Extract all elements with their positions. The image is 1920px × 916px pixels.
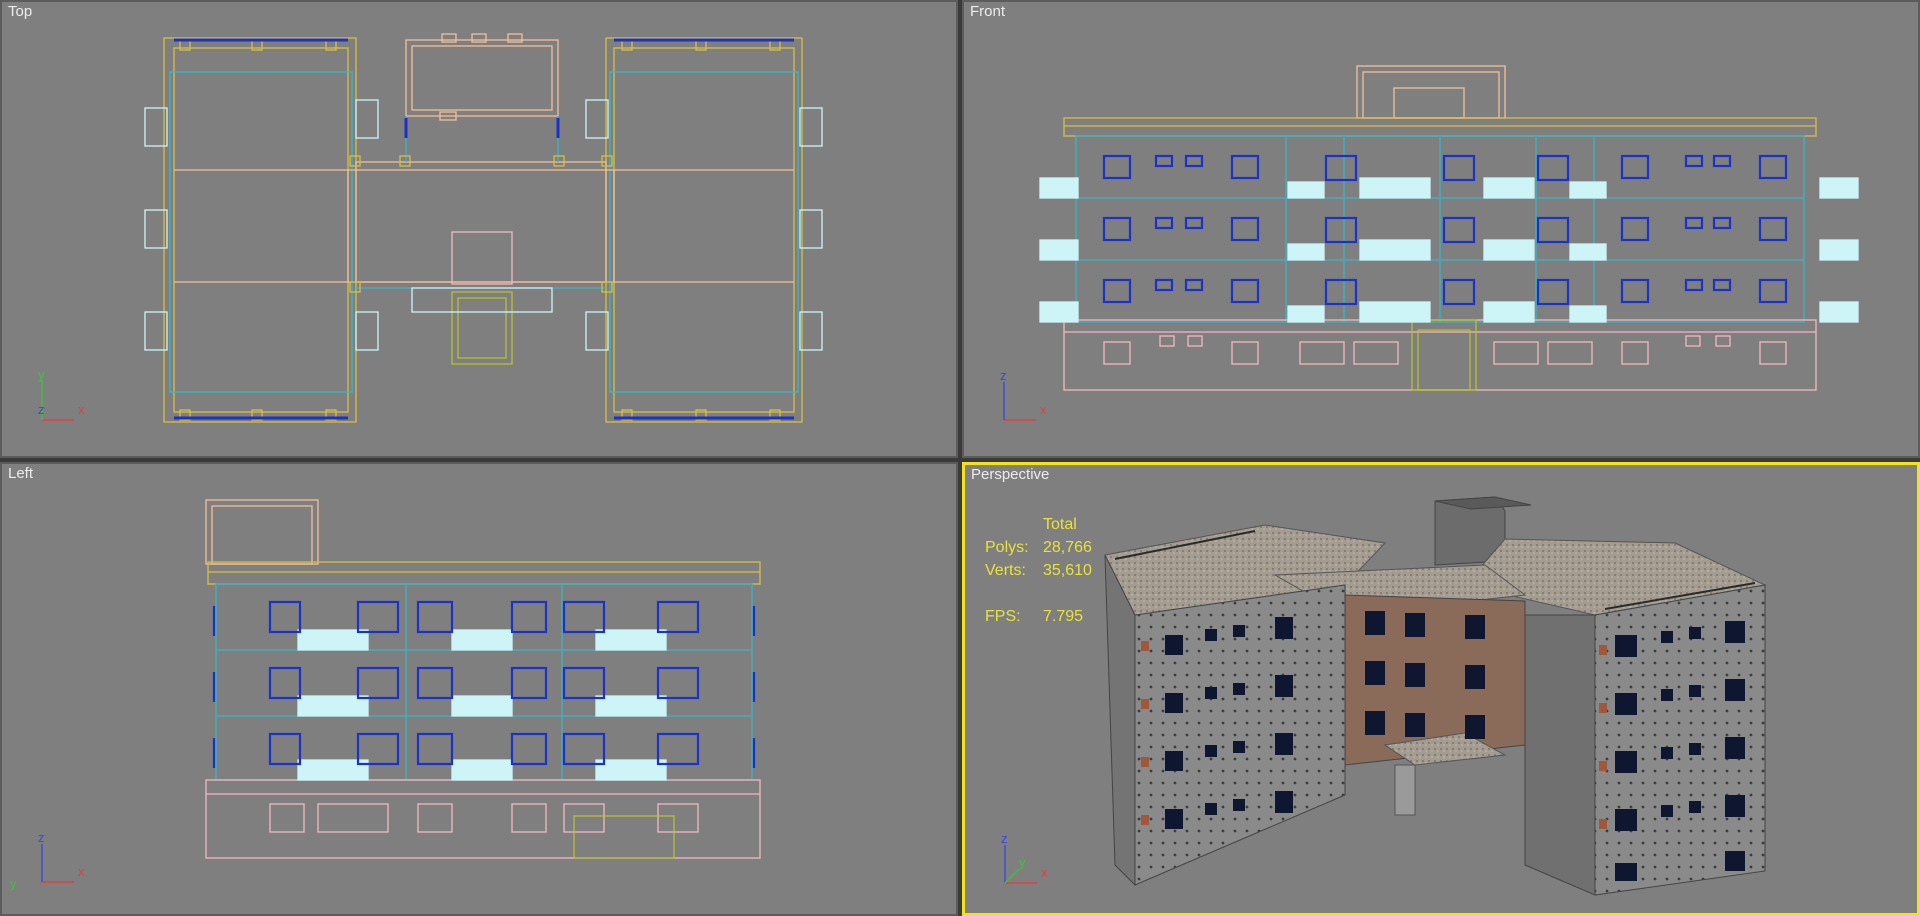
verts-label: Verts: — [985, 562, 1026, 579]
viewport-label-perspective[interactable]: Perspective — [971, 466, 1050, 483]
top-axis-c: z — [38, 402, 45, 417]
viewport-front[interactable]: Front — [962, 0, 1920, 458]
left-wireframe: x z y — [10, 499, 761, 891]
left-axis-v: z — [38, 830, 45, 845]
polys-value: 28,766 — [1043, 539, 1092, 556]
viewport-top[interactable]: Top — [0, 0, 958, 458]
front-axis-h: x — [1040, 402, 1047, 417]
top-wireframe: x y z — [38, 33, 823, 423]
fps-label: FPS: — [985, 608, 1021, 625]
front-wireframe: x z — [1000, 65, 1859, 421]
viewport-left[interactable]: Left — [0, 462, 958, 916]
persp-axis-c: y — [1019, 855, 1026, 870]
polys-label: Polys: — [985, 539, 1029, 556]
perspective-render: x z y — [1001, 496, 1767, 896]
top-axis-v: y — [38, 367, 45, 382]
fps-value: 7.795 — [1043, 608, 1084, 625]
front-axis-v: z — [1000, 368, 1007, 383]
viewport-label-top[interactable]: Top — [8, 3, 33, 20]
persp-axis-h: x — [1041, 865, 1048, 880]
left-axis-c: y — [10, 876, 17, 891]
persp-axis-v: z — [1001, 831, 1008, 846]
stats-header: Total — [1043, 516, 1077, 533]
left-axis-h: x — [78, 864, 85, 879]
viewport-label-front[interactable]: Front — [970, 3, 1006, 20]
top-axis-h: x — [78, 402, 85, 417]
viewport-label-left[interactable]: Left — [8, 465, 34, 482]
viewport-perspective[interactable]: Perspective Total Polys: 28,766 Verts: 35,… — [962, 462, 1920, 916]
verts-value: 35,610 — [1043, 562, 1092, 579]
statistics-overlay: Total Polys: 28,766 Verts: 35,610 FPS: 7.79… — [985, 513, 1092, 628]
